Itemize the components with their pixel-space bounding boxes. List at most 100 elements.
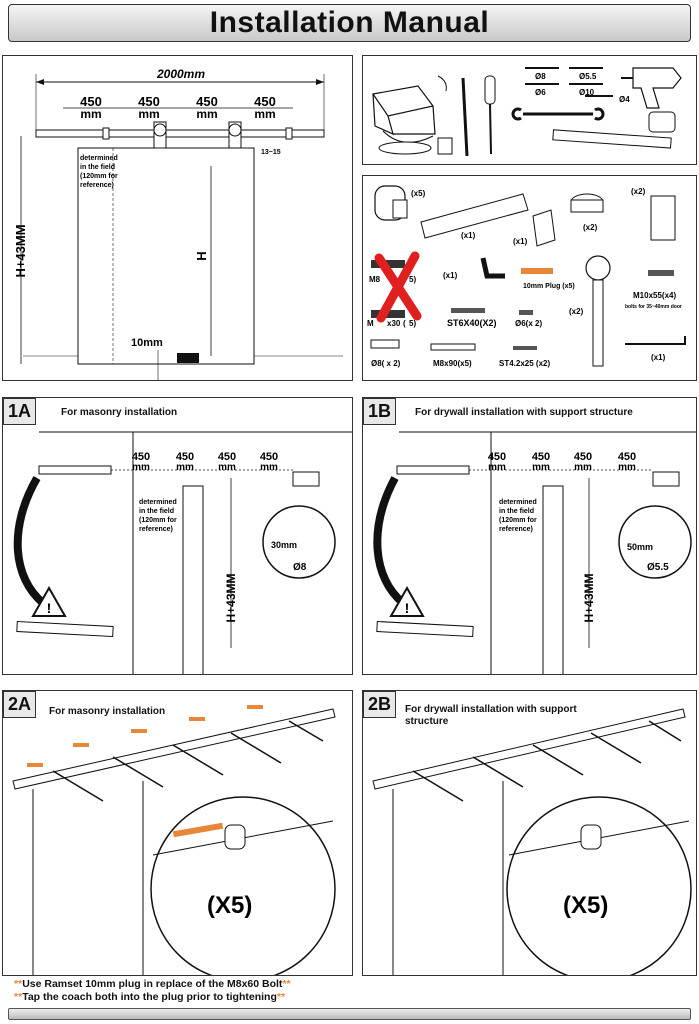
m-x30-label-b: x30 [387,319,401,328]
step-1b-unit-3: mm [574,462,592,473]
parts-panel: (x5) (x1) (x1) (x2) (x2) M8 5) M x30 ( 5… [362,175,697,381]
manual-title: Installation Manual [209,6,490,39]
hex-key-part [625,336,686,345]
bit-label-o4: Ø4 [619,95,630,104]
bit-label-o6: Ø6 [535,88,546,97]
step-1a-unit-1: mm [132,462,150,473]
toolbox-icon [371,85,436,136]
step-1a-caption: For masonry installation [61,407,178,418]
step-1a-spacing-2: 450 [176,451,194,463]
step-2b-caption-2: structure [405,716,449,727]
step-1b-field-note-4: reference) [499,526,533,533]
step-1b-depth-label: 50mm [627,542,653,552]
bit-label-o8: Ø8 [535,72,546,81]
floor-guide-qty: (x2) [583,223,598,232]
step-1b-caption: For drywall installation with support st… [415,407,633,418]
step-1a-spacing-4: 450 [260,451,278,463]
m-x30-label-d: 5) [409,319,416,328]
spacing-unit-2: mm [138,107,159,121]
crossed-bolt-qty: 5) [409,275,416,284]
bit-label-o55: Ø5.5 [579,72,597,81]
total-width-label: 2000mm [156,67,205,81]
red-cross-icon [374,251,422,323]
m8x90-bolt-part [430,343,476,351]
step-1a-panel: 1A For masonry installation 450 mm 450 m… [2,397,353,675]
m10-bolt-note: bolts for 35~40mm door [625,304,682,310]
m10-bolt-part [648,270,674,276]
step-1a-spacing-3: 450 [218,451,236,463]
hanger-wheel-part [585,255,611,281]
hanger-block-part [650,195,676,241]
step-2a-detail-circle [150,796,336,975]
step-2a-count: (X5) [207,892,252,919]
spirit-level-icon [552,129,672,149]
step-1b-unit-4: mm [618,462,636,473]
st6-label: ST6X40(X2) [447,318,497,328]
st42-label: ST4.2x25 (x2) [499,359,550,368]
tape-measure-icon [648,111,676,133]
step-1a-detail-circle [262,505,336,579]
step-1b-detail-circle [618,505,692,579]
step-2b-detail-circle [506,796,692,975]
wheel-qty: (x5) [411,189,426,198]
bit-label-o10: Ø10 [579,88,595,97]
step-1b-spacing-2: 450 [532,451,550,463]
step-1b-height-label: H+43MM [582,573,596,622]
angle-bracket-part [480,257,505,279]
m8x90-label: M8x90(x5) [433,359,472,368]
stopper-qty: (x1) [513,237,528,246]
spacing-label-4: 450 [254,94,276,109]
note-line-1: **Use Ramset 10mm plug in replace of the… [14,978,291,990]
step-1b-spacing-1: 450 [488,451,506,463]
step-1a-field-note-1: determined [139,499,177,506]
gap-label: 13~15 [261,149,281,156]
tools-panel: Ø8 Ø5.5 Ø6 Ø10 Ø4 [362,55,697,165]
field-note-line2: in the field [80,164,115,171]
step-2b-diagram: (X5) [372,708,692,975]
step-1b-bit-label: Ø5.5 [647,562,669,573]
step-1b-tag: 1B [363,398,397,425]
step-1a-unit-2: mm [176,462,194,473]
step-1a-field-note-3: (120mm for [139,517,177,524]
st42-screw-part [513,346,537,350]
step-2a-panel: 2A For masonry installation (X5) [2,690,353,976]
step-2a-tag: 2A [3,691,37,718]
stopper-part [532,209,556,247]
height-total-label: H+43MM [13,224,28,277]
o6-label: Ø6(x 2) [515,319,542,328]
field-note-line3: (120mm for [80,173,118,180]
manual-title-bar: Installation Manual [8,4,691,42]
field-note-line1: determined [80,155,118,162]
step-1a-diagram: 450 mm 450 mm 450 mm 450 mm H+43MM deter… [13,431,352,674]
rail-part [420,193,529,239]
hanger-block-qty: (x2) [631,187,646,196]
step-1b-field-note-3: (120mm for [499,517,537,524]
step-1b-unit-2: mm [532,462,550,473]
spacing-label-1: 450 [80,94,102,109]
spacing-unit-3: mm [196,107,217,121]
tools-illustration: Ø8 Ø5.5 Ø6 Ø10 Ø4 [371,67,682,157]
step-1b-field-note-1: determined [499,499,537,506]
step-1a-height-label: H+43MM [224,573,238,622]
cup-icon [437,137,453,155]
angle-qty: (x1) [443,271,458,280]
overview-diagram: 2000mm 450 mm 450 mm 450 mm 450 mm H+43M… [13,67,343,380]
st6-screw-part [451,308,485,313]
wrench-icon [511,107,605,121]
pencil-icon [461,77,469,157]
spacing-unit-4: mm [254,107,275,121]
warning-icon [389,585,425,617]
m10-bolt-label: M10x55(x4) [633,291,676,300]
rail-drawing [35,129,325,138]
step-2a-caption: For masonry installation [49,706,166,717]
field-note-line4: reference) [80,182,114,189]
step-1a-spacing-1: 450 [132,451,150,463]
step-1b-panel: 1B For drywall installation with support… [362,397,697,675]
step-1a-field-note-4: reference) [139,526,173,533]
step-1a-depth-label: 30mm [271,540,297,550]
step-1b-spacing-4: 450 [618,451,636,463]
step-2b-count: (X5) [563,892,608,919]
spacing-unit-1: mm [80,107,101,121]
crossed-bolt-label: M8 [369,275,381,284]
spacing-label-2: 450 [138,94,160,109]
